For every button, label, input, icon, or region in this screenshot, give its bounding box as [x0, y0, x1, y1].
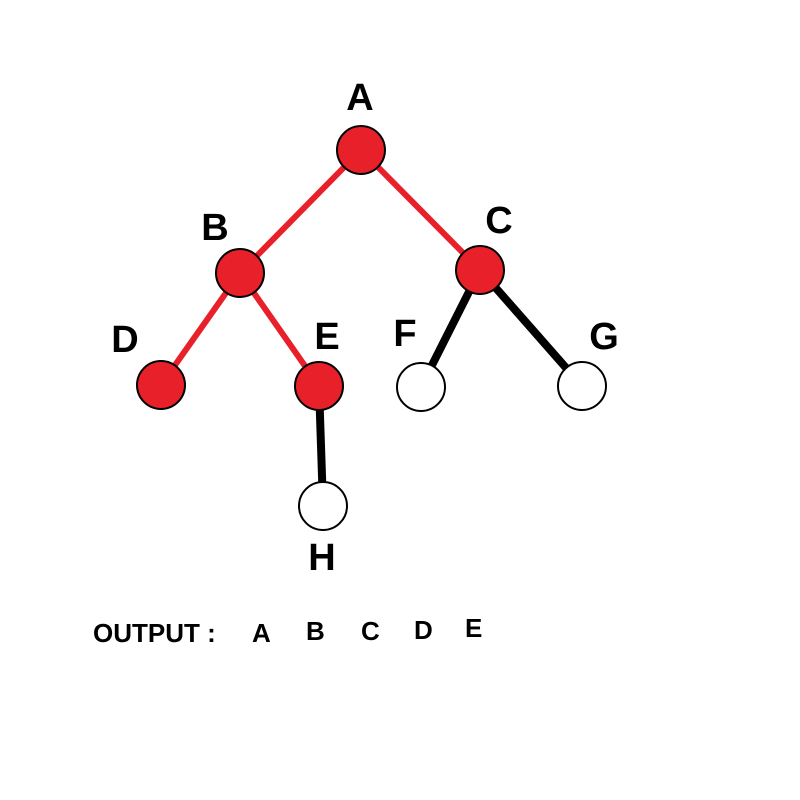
output-item-4: D	[414, 615, 433, 645]
node-f	[396, 362, 446, 412]
output-item-3: C	[361, 616, 380, 646]
node-g	[557, 361, 607, 411]
node-d	[136, 360, 186, 410]
output-item-2: B	[306, 616, 325, 646]
node-label-f: F	[393, 313, 416, 355]
node-label-g: G	[589, 316, 619, 358]
node-label-c: C	[485, 200, 512, 242]
node-label-a: A	[346, 77, 373, 119]
node-e	[294, 361, 344, 411]
node-h	[298, 481, 348, 531]
node-label-d: D	[111, 319, 138, 361]
node-label-e: E	[314, 316, 339, 358]
edges-group	[158, 147, 586, 507]
output-line: OUTPUT : A B C D E	[93, 613, 482, 648]
node-label-h: H	[308, 537, 335, 579]
nodes-group	[136, 125, 607, 531]
node-labels-group: A B C D E F G H	[111, 77, 619, 579]
node-b	[215, 248, 265, 298]
output-label: OUTPUT :	[93, 618, 216, 648]
node-label-b: B	[201, 207, 228, 249]
edge-a-c	[358, 147, 483, 273]
edge-c-g	[476, 267, 586, 389]
node-a	[336, 125, 386, 175]
output-item-1: A	[252, 618, 271, 648]
edge-a-b	[237, 147, 364, 276]
output-item-5: E	[465, 613, 482, 643]
node-c	[455, 245, 505, 295]
